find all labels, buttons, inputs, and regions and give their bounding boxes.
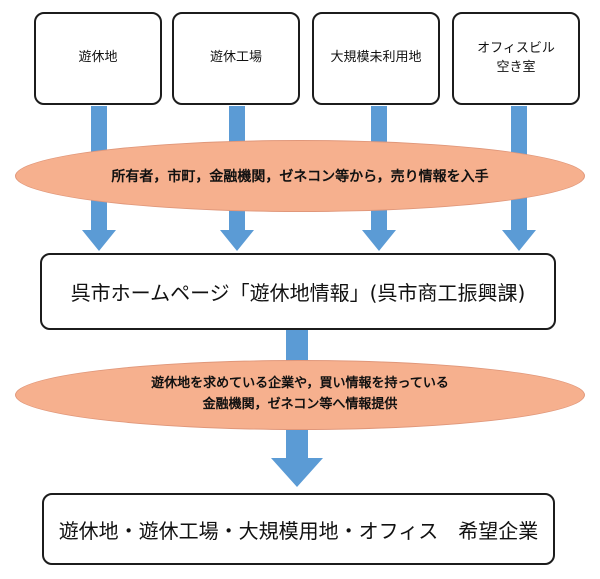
box-large-unused-land: 大規模未利用地 bbox=[312, 12, 440, 105]
oval-provide-info-text: 遊休地を求めている企業や，買い情報を持っている 金融機関，ゼネコン等へ情報提供 bbox=[151, 376, 449, 412]
box-idle-land-label: 遊休地 bbox=[78, 50, 118, 66]
oval-provide-info: 遊休地を求めている企業や，買い情報を持っている 金融機関，ゼネコン等へ情報提供 bbox=[15, 360, 585, 430]
box-vacant-office-label: オフィスビル 空き室 bbox=[477, 40, 555, 75]
box-vacant-office: オフィスビル 空き室 bbox=[452, 12, 580, 105]
box-idle-land: 遊休地 bbox=[34, 12, 162, 105]
target-companies-box: 遊休地・遊休工場・大規模用地・オフィス 希望企業 bbox=[42, 493, 555, 565]
oval-acquire-sale-info: 所有者，市町，金融機関，ゼネコン等から，売り情報を入手 bbox=[15, 140, 585, 212]
box-large-unused-land-label: 大規模未利用地 bbox=[330, 50, 422, 66]
box-idle-factory-label: 遊休工場 bbox=[209, 50, 262, 66]
target-companies-text: 遊休地・遊休工場・大規模用地・オフィス 希望企業 bbox=[58, 518, 539, 543]
box-idle-factory: 遊休工場 bbox=[172, 12, 300, 105]
kure-city-homepage-box: 呉市ホームページ「遊休地情報」(呉市商工振興課) bbox=[40, 253, 556, 330]
oval-acquire-sale-info-text: 所有者，市町，金融機関，ゼネコン等から，売り情報を入手 bbox=[111, 169, 489, 185]
kure-city-homepage-text: 呉市ホームページ「遊休地情報」(呉市商工振興課) bbox=[70, 281, 526, 305]
